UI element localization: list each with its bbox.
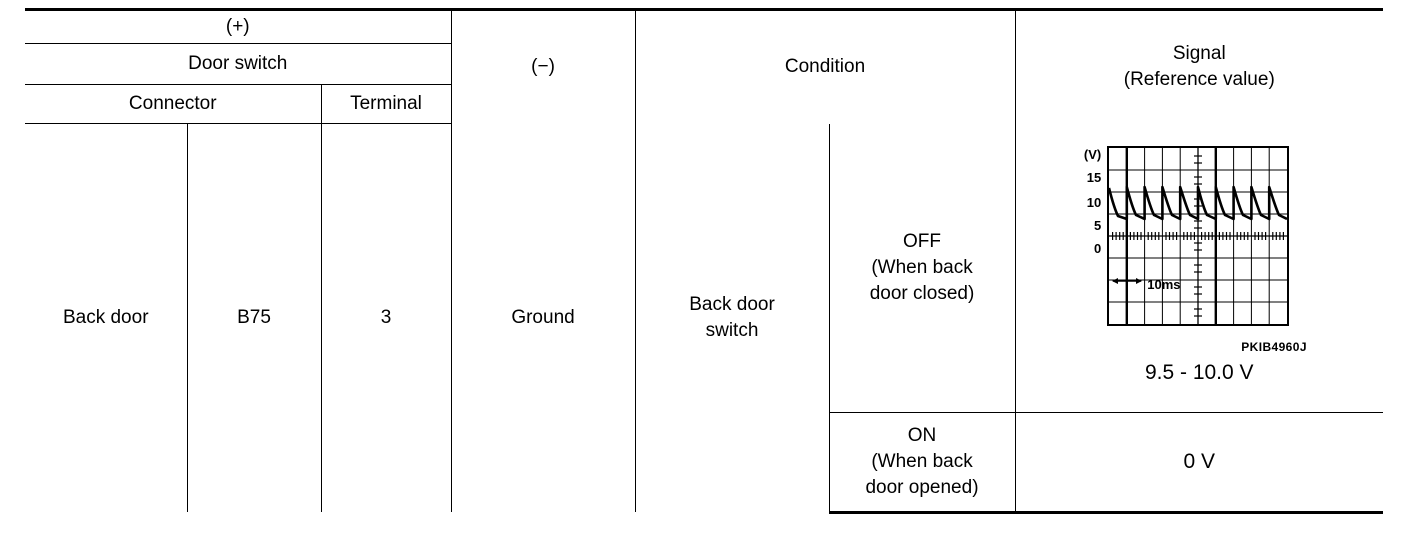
header-connector: Connector — [25, 84, 321, 124]
header-row-group: Door switch — [25, 43, 1383, 85]
oscilloscope-graph: (V) 15 10 5 0 — [1067, 145, 1290, 326]
scope-minor-ticks — [1112, 154, 1285, 317]
header-row-plus: (+) (−) Condition Signal (Reference valu… — [25, 8, 1384, 124]
cell-item-line2: switch — [705, 319, 759, 341]
condition-off-detail2: door closed) — [869, 282, 975, 304]
cell-condition-off: OFF (When back door closed) — [829, 123, 1016, 413]
header-plus: (+) — [25, 8, 452, 44]
header-door-switch: Door switch — [25, 43, 452, 85]
header-signal-line2: (Reference value) — [1123, 69, 1275, 91]
cell-signal-off: (V) 15 10 5 0 — [1015, 123, 1384, 413]
condition-on-detail2: door opened) — [865, 476, 979, 498]
cell-connector-code: B75 — [187, 123, 322, 512]
scope-unit-label: (V) — [1083, 146, 1102, 162]
condition-off-detail1: (When back — [871, 256, 973, 278]
cell-item-back-door-switch: Back door switch — [635, 123, 830, 512]
scope-time-marker — [1112, 277, 1143, 284]
signal-spec-table: (+) (−) Condition Signal (Reference valu… — [25, 8, 1384, 514]
scope-ytick-15: 15 — [1086, 169, 1102, 185]
scope-ytick-10: 10 — [1086, 194, 1102, 210]
header-condition: Condition — [635, 8, 1016, 124]
header-minus: (−) — [451, 8, 636, 124]
signal-on-value: 0 V — [1015, 412, 1384, 514]
cell-connector-name: Back door — [25, 123, 188, 512]
scope-svg — [1109, 147, 1288, 324]
oscilloscope-panel: (V) 15 10 5 0 — [1016, 138, 1384, 398]
scope-crosshair — [1109, 147, 1288, 324]
condition-on-state: ON — [907, 424, 937, 446]
data-row-on: ON (When back door opened) 0 V — [25, 412, 1384, 514]
condition-on-detail1: (When back — [871, 450, 973, 472]
header-signal-line1: Signal — [1172, 43, 1226, 65]
cell-terminal: 3 — [321, 123, 452, 512]
scope-ytick-0: 0 — [1094, 240, 1102, 256]
cell-ground: Ground — [451, 123, 636, 512]
header-signal: Signal (Reference value) — [1015, 8, 1384, 124]
signal-off-value: 9.5 - 10.0 V — [1144, 360, 1254, 384]
scope-time-label: 10ms — [1147, 276, 1181, 292]
cell-condition-on: ON (When back door opened) — [829, 412, 1016, 514]
header-terminal: Terminal — [320, 84, 452, 124]
scope-plot-area: 10ms — [1107, 145, 1290, 326]
cell-item-line1: Back door — [689, 293, 775, 315]
figure-code: PKIB4960J — [1241, 339, 1307, 354]
condition-off-state: OFF — [903, 230, 942, 252]
scope-waveform-trace — [1109, 185, 1288, 220]
header-row-subcols: Connector Terminal — [25, 84, 1383, 124]
data-row-off: Back door B75 3 Ground Back door switch … — [25, 123, 1384, 512]
scope-ytick-5: 5 — [1094, 217, 1102, 233]
